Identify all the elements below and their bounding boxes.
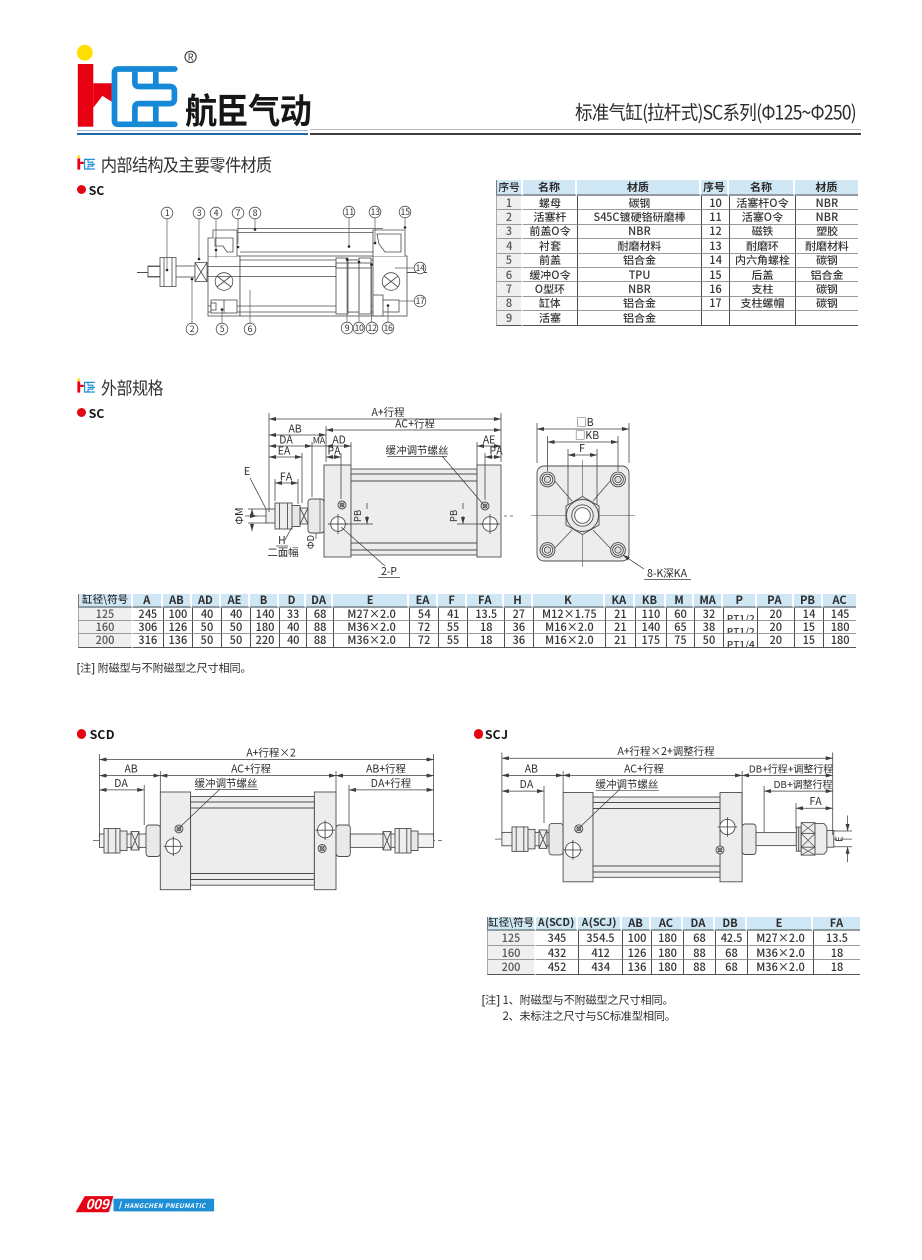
svg-text:AC+行程: AC+行程	[395, 417, 435, 432]
svg-text:PB: PB	[446, 510, 460, 522]
svg-text:AB: AB	[124, 762, 137, 777]
svg-text:AB: AB	[525, 761, 538, 776]
svg-text:14: 14	[415, 262, 425, 274]
svg-text:9: 9	[345, 322, 350, 334]
svg-text:13: 13	[370, 206, 380, 218]
svg-text:11: 11	[344, 206, 354, 218]
svg-text:ΦD: ΦD	[303, 535, 317, 549]
svg-text:12: 12	[367, 322, 377, 334]
svg-text:E: E	[830, 836, 845, 842]
svg-text:AD: AD	[332, 433, 346, 448]
svg-text:DB+行程+调整行程: DB+行程+调整行程	[749, 760, 834, 775]
svg-text:R: R	[188, 49, 195, 63]
svg-text:二面幅: 二面幅	[267, 545, 299, 560]
svg-text:□B: □B	[576, 415, 593, 430]
svg-text:DA+行程: DA+行程	[371, 776, 412, 791]
svg-text:A+行程: A+行程	[371, 405, 405, 420]
svg-text:5: 5	[220, 323, 225, 335]
svg-text:PA: PA	[489, 444, 503, 459]
svg-text:6: 6	[248, 323, 253, 335]
svg-text:A+行程×2: A+行程×2	[246, 746, 296, 761]
svg-text:8-K深KA: 8-K深KA	[647, 566, 688, 581]
svg-text:4: 4	[214, 207, 219, 219]
svg-text:□KB: □KB	[575, 428, 599, 443]
svg-text:HANGCHEN PNEUMATIC: HANGCHEN PNEUMATIC	[124, 1201, 206, 1210]
svg-text:AC+行程: AC+行程	[231, 762, 271, 777]
svg-text:E: E	[244, 464, 250, 479]
svg-text:15: 15	[400, 206, 410, 218]
svg-text:AC+行程: AC+行程	[624, 761, 664, 776]
svg-text:EA: EA	[278, 444, 291, 459]
svg-text:H: H	[278, 533, 286, 548]
svg-text:PA: PA	[327, 444, 341, 459]
svg-text:3: 3	[197, 207, 202, 219]
svg-text:缓冲调节螺丝: 缓冲调节螺丝	[595, 777, 658, 792]
svg-text:ΦM: ΦM	[232, 508, 247, 525]
svg-text:DB+调整行程: DB+调整行程	[774, 776, 833, 791]
svg-text:2-P: 2-P	[381, 564, 397, 579]
svg-text:缓冲调节螺丝: 缓冲调节螺丝	[195, 776, 258, 791]
svg-text:DA: DA	[279, 433, 293, 448]
svg-text:1: 1	[165, 207, 170, 219]
svg-text:AB: AB	[288, 422, 301, 437]
svg-text:PB: PB	[350, 510, 364, 522]
svg-text:7: 7	[236, 207, 241, 219]
svg-text:F: F	[579, 441, 585, 456]
svg-text:AB+行程: AB+行程	[366, 762, 407, 777]
svg-text:17: 17	[415, 295, 425, 307]
svg-text:16: 16	[383, 322, 393, 334]
svg-text:DA: DA	[114, 776, 128, 791]
svg-text:10: 10	[354, 322, 364, 334]
svg-text:AE: AE	[483, 433, 496, 448]
svg-text:8: 8	[253, 207, 258, 219]
svg-text:A+行程×2+调整行程: A+行程×2+调整行程	[617, 745, 715, 759]
svg-text:FA: FA	[810, 794, 823, 809]
svg-text:MA: MA	[313, 434, 326, 447]
svg-text:DA: DA	[520, 777, 534, 792]
svg-text:009: 009	[86, 1194, 110, 1213]
svg-text:缓冲调节螺丝: 缓冲调节螺丝	[386, 443, 449, 458]
svg-text:FA: FA	[280, 470, 293, 485]
svg-text:2: 2	[190, 323, 195, 335]
